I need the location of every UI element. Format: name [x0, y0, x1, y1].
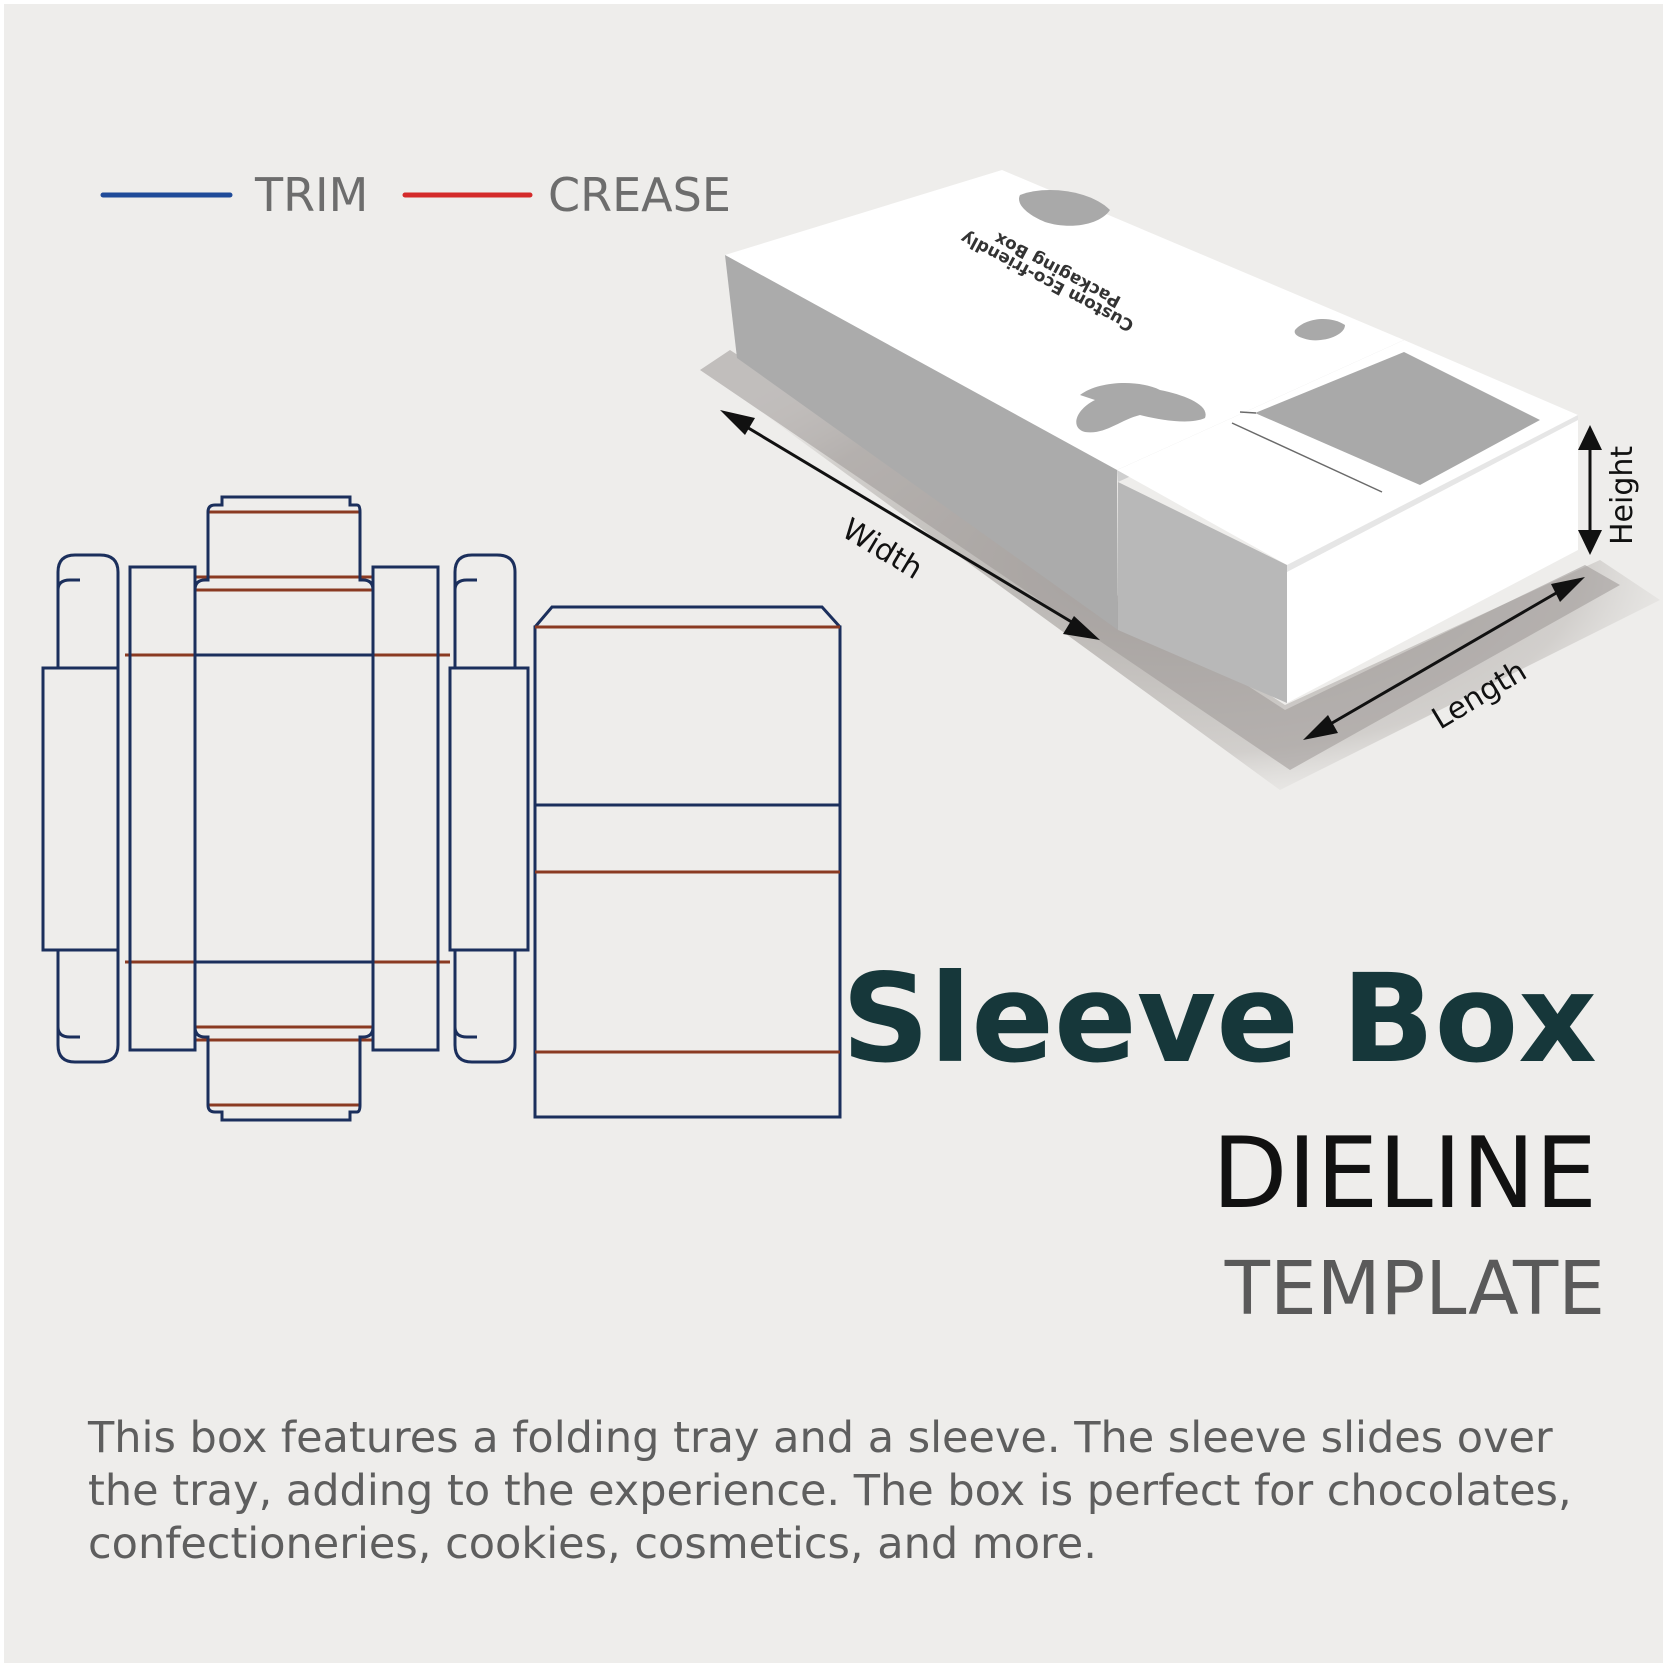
length-dimension-arrow — [1303, 577, 1585, 740]
title-sleeve-box: Sleeve Box — [841, 948, 1597, 1090]
title-dieline: DIELINE — [1211, 1117, 1597, 1231]
top-blob-3 — [1076, 383, 1206, 433]
height-dimension-arrow — [1578, 425, 1602, 555]
tray-front-face — [1118, 482, 1287, 703]
sleeve-top-face — [725, 170, 1404, 470]
width-dimension-arrow — [720, 410, 1100, 640]
top-blob-1 — [1019, 190, 1110, 226]
title-template: TEMPLATE — [1224, 1246, 1605, 1332]
tray-window — [1255, 352, 1540, 485]
height-dimension-label: Height — [1605, 446, 1640, 545]
sleeve-cut-lines — [533, 605, 842, 1119]
sleeve-front-face — [725, 255, 1118, 630]
tray-cut-lines — [41, 495, 530, 1122]
sleeve-crease-lines — [535, 625, 840, 1054]
crease-legend-label: CREASE — [548, 168, 731, 222]
description-text: This box features a folding tray and a s… — [88, 1413, 1572, 1569]
top-blob-2 — [1294, 318, 1345, 341]
trim-legend-label: TRIM — [255, 168, 369, 222]
tray-right-face — [1287, 415, 1578, 703]
